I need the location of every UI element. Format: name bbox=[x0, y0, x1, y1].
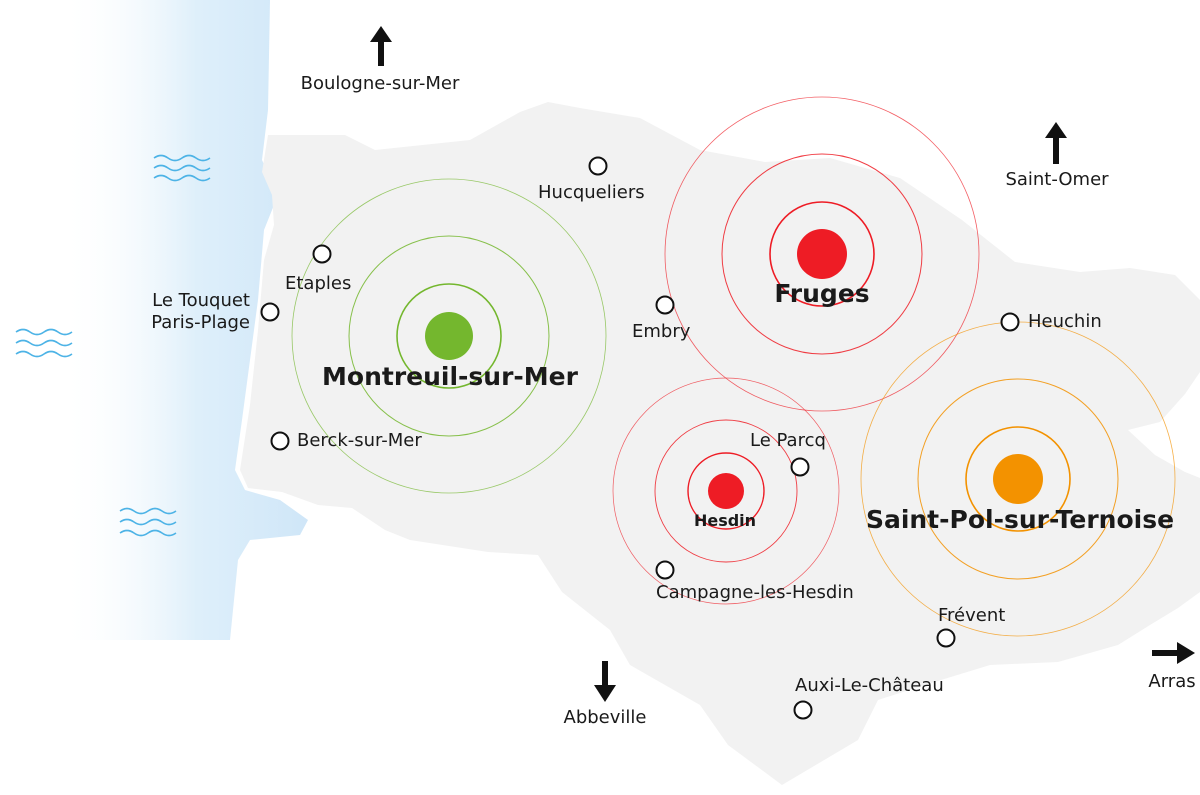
hub-label-hesdin: Hesdin bbox=[693, 511, 757, 530]
arrow-down-icon bbox=[594, 661, 616, 702]
hub-ring bbox=[687, 452, 765, 530]
hub-ring bbox=[612, 377, 840, 605]
hub-ring bbox=[769, 201, 875, 307]
hub-dot-fruges[interactable] bbox=[797, 229, 847, 279]
hub-label-fruges: Fruges bbox=[774, 279, 870, 308]
town-label-leparcq: Le Parcq bbox=[750, 430, 826, 451]
land-region bbox=[240, 102, 1200, 785]
town-marker-auxi[interactable] bbox=[793, 700, 813, 720]
hub-ring bbox=[348, 235, 550, 437]
hub-ring bbox=[721, 153, 923, 355]
town-marker-embry[interactable] bbox=[655, 295, 675, 315]
town-marker-letouquet[interactable] bbox=[260, 302, 280, 322]
waves-icon bbox=[15, 154, 211, 537]
hub-ring bbox=[291, 178, 607, 494]
town-marker-berck[interactable] bbox=[270, 431, 290, 451]
arrow-right-icon bbox=[1152, 642, 1195, 664]
town-label-embry: Embry bbox=[632, 321, 691, 342]
hub-dot-hesdin[interactable] bbox=[708, 473, 744, 509]
town-marker-campagne[interactable] bbox=[655, 560, 675, 580]
town-label-frevent: Frévent bbox=[938, 605, 1006, 626]
town-label-letouquet: Le Touquet Paris-Plage bbox=[151, 290, 250, 333]
town-label-auxi: Auxi-Le-Château bbox=[795, 675, 944, 696]
town-marker-hucqueliers[interactable] bbox=[588, 156, 608, 176]
town-markers bbox=[260, 156, 1020, 720]
hub-label-montreuil: Montreuil-sur-Mer bbox=[322, 362, 578, 391]
hub-ring bbox=[396, 283, 502, 389]
town-label-campagne: Campagne-les-Hesdin bbox=[656, 582, 854, 603]
direction-label-abbeville: Abbeville bbox=[563, 707, 647, 728]
sea bbox=[60, 0, 308, 640]
hub-ring bbox=[917, 378, 1119, 580]
hub-ring bbox=[664, 96, 980, 412]
hub-dot-montreuil[interactable] bbox=[425, 312, 473, 360]
direction-label-arras: Arras bbox=[1148, 671, 1196, 692]
town-label-heuchin: Heuchin bbox=[1028, 311, 1102, 332]
direction-arrows bbox=[370, 26, 1195, 702]
hub-rings bbox=[291, 96, 1176, 637]
town-label-hucqueliers: Hucqueliers bbox=[538, 182, 645, 203]
hub-label-saintpol: Saint-Pol-sur-Ternoise bbox=[865, 505, 1175, 534]
hub-ring bbox=[965, 426, 1071, 532]
town-label-etaples: Etaples bbox=[285, 273, 352, 294]
town-marker-heuchin[interactable] bbox=[1000, 312, 1020, 332]
arrow-up-icon bbox=[370, 26, 392, 66]
town-label-berck: Berck-sur-Mer bbox=[297, 430, 422, 451]
hub-dot-saintpol[interactable] bbox=[993, 454, 1043, 504]
town-marker-etaples[interactable] bbox=[312, 244, 332, 264]
town-marker-leparcq[interactable] bbox=[790, 457, 810, 477]
town-marker-frevent[interactable] bbox=[936, 628, 956, 648]
hub-ring bbox=[654, 419, 798, 563]
arrow-up-icon bbox=[1045, 122, 1067, 164]
direction-label-boulogne: Boulogne-sur-Mer bbox=[300, 73, 460, 94]
direction-label-saintomer: Saint-Omer bbox=[1005, 169, 1109, 190]
